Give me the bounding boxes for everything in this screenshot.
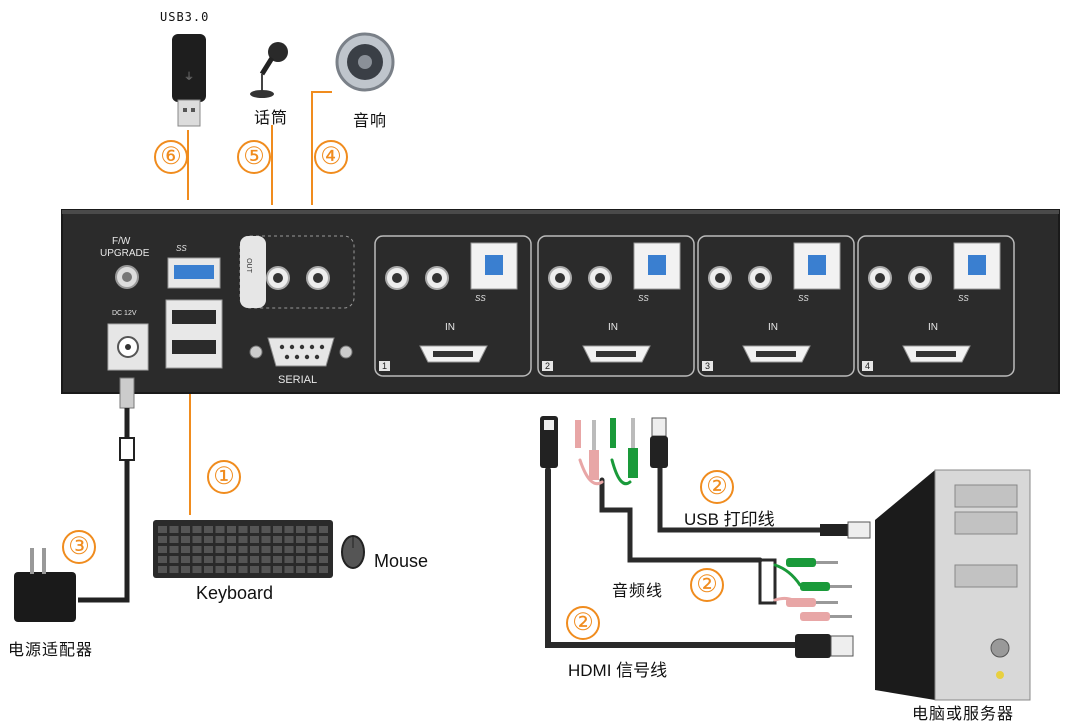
microphone-label: 话筒 (254, 108, 289, 127)
marker-4: ④ (314, 140, 348, 174)
kvm-panel (61, 209, 1060, 394)
computer-tower-icon (875, 469, 1031, 701)
computer-label: 电脑或服务器 (912, 704, 1015, 723)
usb-printer-cable-label: USB 打印线 (684, 510, 775, 529)
keyboard-icon (153, 520, 333, 578)
hdmi-connector-top (540, 416, 558, 468)
marker-2-usb: ② (700, 470, 734, 504)
serial-label: SERIAL (278, 374, 318, 386)
mouse-label: Mouse (374, 551, 429, 571)
hdmi-cable-label: HDMI 信号线 (568, 661, 668, 680)
port-ss-logo-2: SS (638, 294, 649, 303)
input-port-group-1 (374, 235, 532, 377)
usb-printer-cable (657, 462, 823, 533)
serial-port (249, 337, 353, 367)
fw-label-line2: UPGRADE (100, 248, 150, 259)
input-port-group-4 (857, 235, 1015, 377)
dc-label: DC 12V (112, 310, 137, 317)
speaker-label: 音响 (353, 111, 388, 130)
cable-bundle (545, 458, 823, 648)
port-in-label-4: IN (928, 322, 938, 333)
port-number-3: 3 (702, 361, 714, 371)
port-number-4: 4 (862, 361, 874, 371)
svg-text:⏚: ⏚ (184, 71, 194, 83)
keyboard-label: Keyboard (196, 583, 274, 603)
port-number-1: 1 (379, 361, 391, 371)
speaker-icon (335, 32, 395, 92)
out-label: OUT (244, 258, 252, 273)
port-ss-logo-1: SS (475, 294, 486, 303)
hdmi-cable (545, 467, 798, 648)
audio-plug-pink-right (786, 598, 852, 621)
marker-3: ③ (62, 530, 96, 564)
power-adapter-icon (14, 377, 135, 622)
input-port-group-3 (697, 235, 855, 377)
usb-b-connector-top (650, 417, 668, 468)
input-port-group-2 (537, 235, 695, 377)
port-ss-logo-4: SS (958, 294, 969, 303)
microphone-icon (250, 42, 288, 98)
hdmi-connector-right (795, 634, 854, 658)
leader-speaker (311, 91, 332, 205)
marker-2-audio: ② (690, 568, 724, 602)
marker-6: ⑥ (154, 140, 188, 174)
audio-plug-green-right (786, 558, 852, 591)
usb-drive-label: USB3.0 (160, 10, 210, 24)
audio-cable (599, 477, 763, 563)
fw-label-line1: F/W (112, 236, 131, 247)
usb3-ss-logo: SS (176, 244, 187, 253)
usb-drive-icon: ⏚ (172, 34, 206, 127)
port-in-label-2: IN (608, 322, 618, 333)
audio-plug-pink-top (575, 420, 599, 480)
usb-a-connector-right (820, 521, 871, 539)
marker-1: ① (207, 460, 241, 494)
port-in-label-1: IN (445, 322, 455, 333)
marker-2-hdmi: ② (566, 606, 600, 640)
port-in-label-3: IN (768, 322, 778, 333)
power-adapter-label: 电源适配器 (8, 640, 94, 659)
port-ss-logo-3: SS (798, 294, 809, 303)
mouse-icon (341, 535, 365, 569)
port-number-2: 2 (542, 361, 554, 371)
audio-cable-label: 音频线 (612, 581, 664, 600)
audio-plug-green-top (610, 418, 638, 478)
leader-lines (187, 91, 332, 515)
marker-5: ⑤ (237, 140, 271, 174)
